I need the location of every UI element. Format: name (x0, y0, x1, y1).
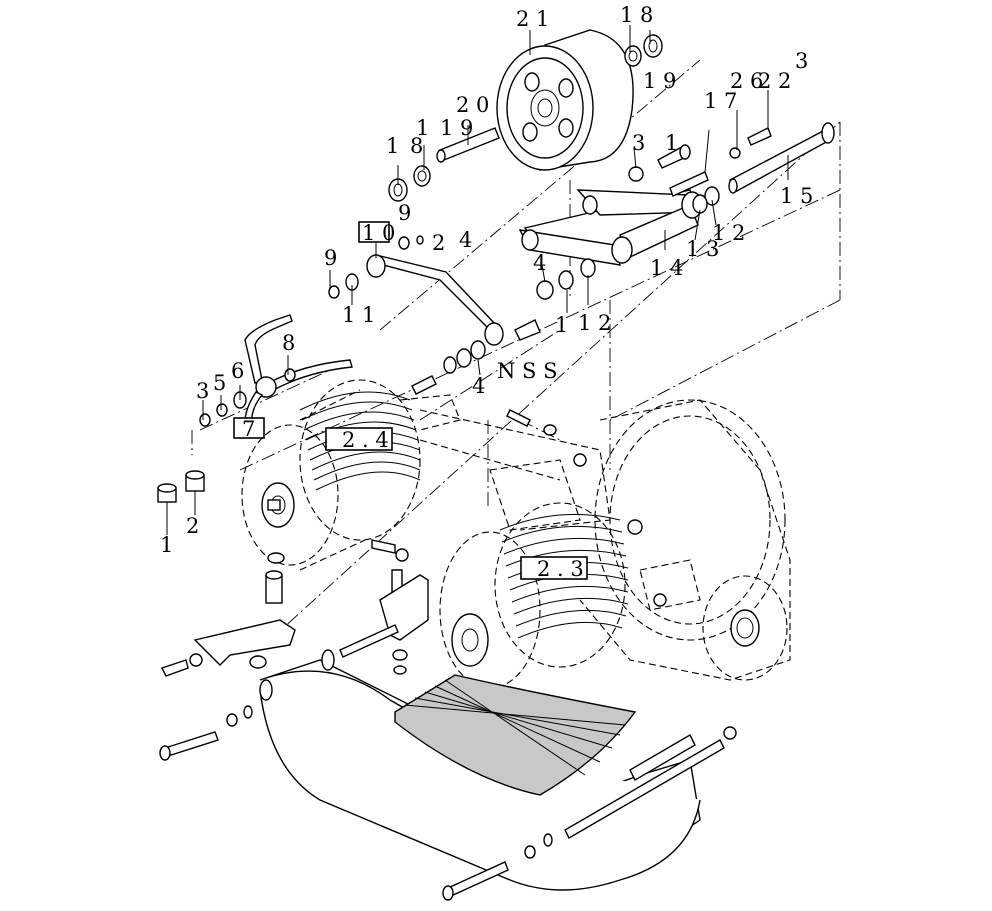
label-1b: 1 (665, 131, 678, 155)
label-11: 1 1 (342, 303, 375, 327)
label-10: 1 0 (362, 221, 395, 245)
label-2b: 2 (432, 231, 445, 255)
long-bolts (159, 705, 737, 901)
label-3b: 3 (632, 131, 645, 155)
label-14: 1 4 (650, 256, 683, 280)
label-19: 1 9 (440, 116, 473, 140)
swing-arm (514, 122, 835, 341)
label-15: 1 5 (780, 184, 813, 208)
label-1a: 1 (416, 116, 429, 140)
leader-lines (166, 25, 789, 535)
upper-pulley (241, 379, 461, 571)
label-12: 1 2 (712, 221, 745, 245)
part-labels: 1 2 3 5 6 7 8 9 1 1 1 0 9 2 4 1 8 1 1 9 … (160, 3, 813, 581)
label-22: 2 2 (758, 69, 791, 93)
tensioner-bracket (161, 409, 557, 677)
label-18b: 8 (410, 134, 423, 158)
top-bolts (628, 127, 772, 197)
label-nss: N S S (497, 359, 558, 383)
label-9b: 9 (398, 201, 411, 225)
linkage-rod (328, 235, 504, 395)
callout-label-2-4: 2 . 4 (342, 428, 389, 452)
label-4b: 4 (533, 251, 546, 275)
gearbox-housing (419, 399, 791, 681)
label-18a: 1 (386, 134, 399, 158)
label-4c: 4 (472, 374, 485, 398)
label-5: 5 (213, 371, 226, 395)
callout-label-2-3: 2 . 3 (537, 557, 584, 581)
label-3: 3 (196, 379, 209, 403)
callout-box-2-3 (520, 556, 588, 580)
label-8: 8 (282, 331, 295, 355)
label-9a: 9 (324, 246, 337, 270)
label-17: 1 7 (704, 89, 737, 113)
top-roller (496, 29, 634, 171)
label-3c: 3 (795, 49, 808, 73)
label-4a: 4 (459, 228, 472, 252)
label-21: 2 1 (516, 7, 549, 31)
callout-box-2-4 (325, 427, 393, 451)
callout-box-7 (233, 417, 265, 439)
shaft-and-bearings (388, 34, 663, 202)
label-26: 2 6 (730, 69, 763, 93)
lower-pulley (439, 502, 629, 689)
label-13: 1 3 (686, 237, 719, 261)
callout-box-10 (358, 221, 390, 243)
label-2-fitting: 2 (186, 514, 199, 538)
fittings (157, 470, 205, 503)
poly-v-belt (394, 674, 637, 796)
label-1c: 1 (555, 313, 568, 337)
label-19b: 1 9 (643, 69, 676, 93)
label-7: 7 (242, 417, 255, 441)
label-12b: 1 2 (578, 311, 611, 335)
label-20: 2 0 (456, 93, 489, 117)
label-6: 6 (231, 359, 244, 383)
label-18c: 1 8 (620, 3, 653, 27)
label-1-fitting: 1 (160, 533, 173, 557)
